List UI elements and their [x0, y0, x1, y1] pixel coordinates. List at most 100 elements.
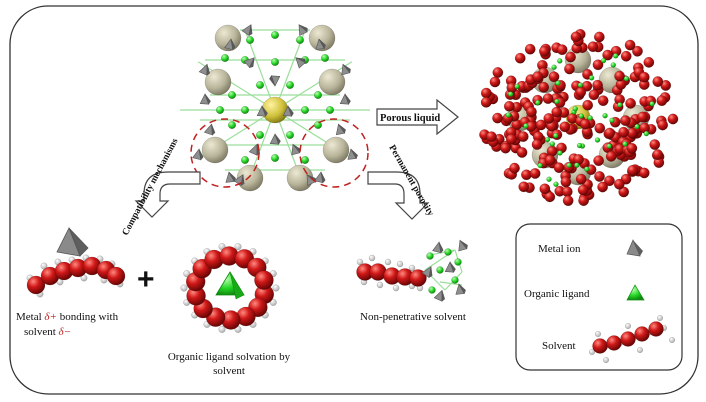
porous-liquid-arrow — [376, 98, 459, 136]
non-penetrative-label: Non-penetrative solvent — [360, 311, 466, 323]
framework-cage-sphere — [214, 24, 242, 52]
ligand-node — [245, 35, 255, 45]
framework-cage-sphere — [308, 24, 336, 52]
metal-tetrahedron-node — [198, 63, 211, 76]
cluster-ligand-node — [602, 112, 608, 119]
legend-solvent-label: Solvent — [542, 340, 576, 352]
legend-ligand-icon — [626, 284, 645, 301]
cluster-solvent-atom — [594, 170, 605, 182]
cluster-ligand-node — [554, 98, 560, 105]
ligand-node — [240, 105, 250, 115]
plus-sign: + — [137, 263, 155, 296]
ring-hydrogen — [180, 284, 188, 292]
np-ligand-node — [436, 266, 444, 274]
cluster-solvent-atom — [625, 97, 637, 109]
cluster-solvent-atom — [638, 71, 650, 83]
framework-cage-sphere — [204, 68, 232, 96]
ligand-node — [285, 80, 295, 90]
ring-hydrogen — [218, 325, 226, 333]
ligand-node — [220, 53, 230, 63]
legend-solvent-hydrogen — [602, 356, 610, 364]
cluster-ligand-node — [549, 141, 556, 147]
ring-hydrogen — [183, 270, 191, 278]
cluster-solvent-atom — [624, 39, 636, 51]
cluster-ligand-node — [610, 62, 617, 68]
solvent-hydrogen — [40, 262, 48, 270]
metal-tetrahedron-node — [314, 171, 326, 184]
dashed-circle-right — [299, 118, 369, 188]
np-ligand-node — [426, 252, 434, 260]
metal-solvent-model — [26, 227, 126, 298]
cluster-solvent-atom — [564, 63, 575, 75]
cluster-solvent-atom — [587, 41, 599, 53]
cluster-solvent-atom — [626, 142, 638, 154]
cluster-solvent-atom — [560, 176, 572, 188]
legend-solvent-hydrogen — [624, 322, 632, 330]
cluster-solvent-atom — [588, 89, 600, 101]
cluster-solvent-atom — [594, 122, 606, 134]
cluster-solvent-atom — [632, 45, 643, 57]
cluster-ligand-node — [574, 162, 580, 168]
metal-tetrahedron-node — [192, 148, 204, 161]
non-penetrative-model — [356, 239, 468, 302]
ligand-node — [313, 90, 323, 100]
cluster-solvent-atom — [649, 139, 661, 150]
cluster-ligand-node — [566, 162, 572, 169]
ligand-node — [255, 130, 265, 140]
cluster-solvent-atom — [636, 111, 648, 123]
metal-tetrahedron-node — [298, 24, 308, 36]
cluster-solvent-atom — [602, 49, 614, 61]
cluster-solvent-atom — [503, 100, 515, 112]
np-ligand-node — [451, 276, 459, 284]
compatibility-arrow — [134, 171, 201, 218]
cluster-ligand-node — [609, 117, 615, 124]
np-ligand-node — [444, 248, 452, 256]
cluster-solvent-atom — [652, 149, 664, 161]
cluster-solvent-atom — [604, 127, 616, 139]
cluster-ligand-node — [584, 166, 590, 172]
np-ligand-node — [454, 258, 462, 266]
cluster-solvent-atom — [597, 95, 609, 107]
metal-bonding-label-line2: solvent δ− — [24, 326, 71, 338]
cluster-solvent-atom — [524, 43, 536, 55]
cluster-solvent-atom — [539, 183, 551, 195]
cluster-ligand-node — [555, 80, 561, 86]
cluster-solvent-atom — [575, 86, 587, 98]
metal-tetrahedron-node — [282, 105, 294, 117]
cluster-solvent-atom — [517, 131, 529, 143]
cluster-solvent-atom — [573, 154, 585, 165]
metal-tetrahedron-node — [243, 57, 255, 69]
cluster-ligand-node — [572, 106, 579, 112]
metal-tetrahedron-node — [341, 63, 351, 76]
metal-tetrahedron-node — [335, 123, 346, 136]
cluster-ligand-node — [552, 132, 559, 139]
ligand-solvation-label-line1: Organic ligand solvation by — [168, 351, 291, 363]
ligand-node — [300, 105, 310, 115]
framework-cage-sphere — [236, 164, 264, 192]
cluster-solvent-atom — [638, 167, 650, 179]
cluster-solvent-atom — [505, 133, 517, 145]
cluster-ligand-node — [623, 75, 630, 82]
cluster-solvent-atom — [643, 56, 655, 68]
cluster-solvent-atom — [667, 113, 679, 125]
cluster-solvent-atom — [480, 87, 492, 99]
legend-solvent-atom — [620, 331, 636, 347]
solvent-hydrogen — [80, 274, 88, 282]
cluster-solvent-atom — [620, 50, 632, 62]
cluster-solvent-atom — [562, 195, 574, 207]
cluster-solvent-atom — [618, 126, 630, 138]
cluster-solvent-atom — [593, 155, 605, 167]
cluster-solvent-atom — [500, 142, 511, 154]
cluster-ligand-node — [649, 101, 655, 107]
ligand-node — [227, 90, 237, 100]
framework-cage-sphere — [201, 136, 229, 164]
cluster-ligand-node — [577, 82, 584, 88]
cluster-solvent-atom — [480, 96, 492, 108]
cluster-ligand-node — [612, 53, 619, 59]
cluster-solvent-atom — [613, 178, 625, 190]
cluster-solvent-atom — [529, 168, 541, 179]
cluster-solvent-atom — [614, 70, 626, 82]
cluster-solvent-atom — [514, 52, 526, 64]
np-metal-tetrahedron — [432, 241, 444, 254]
legend-metal-ion-label: Metal ion — [538, 243, 581, 255]
